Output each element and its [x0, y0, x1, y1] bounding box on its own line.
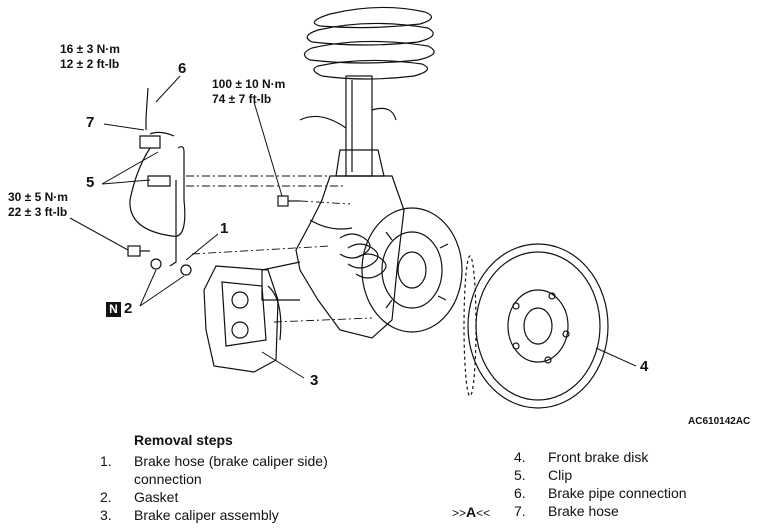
front-brake-disk — [463, 243, 609, 409]
torque-spec-brake-pipe: 16 ± 3 N·m 12 ± 2 ft-lb — [60, 42, 120, 72]
strut-assembly — [299, 75, 397, 177]
callout-2: 2 — [124, 300, 133, 317]
step-number: 2. — [100, 489, 112, 505]
step-text: Front brake disk — [548, 449, 649, 465]
alignment-lines — [186, 175, 373, 323]
torque-spec-hose-bolt: 30 ± 5 N·m 22 ± 3 ft-lb — [8, 190, 68, 220]
step-number: 4. — [514, 449, 526, 465]
steering-knuckle — [261, 175, 405, 339]
torque-imperial: 22 ± 3 ft-lb — [8, 205, 68, 219]
removal-steps-title: Removal steps — [134, 432, 233, 448]
callout-3: 3 — [310, 372, 319, 389]
step-number: 3. — [100, 507, 112, 523]
step-text: Gasket — [134, 489, 179, 505]
step-text: Brake hose — [548, 503, 619, 519]
figure-code: AC610142AC — [688, 416, 751, 427]
removal-step-3: 3. Brake caliper assembly — [100, 506, 279, 524]
step-number: 5. — [514, 467, 526, 483]
callout-1: 1 — [220, 220, 229, 237]
marker-prefix: >> — [452, 506, 467, 520]
removal-step-1-cont: connection — [100, 470, 202, 488]
torque-metric: 16 ± 3 N·m — [60, 42, 120, 56]
step-number: 7. — [514, 503, 526, 519]
torque-spec-caliper-bolt: 100 ± 10 N·m 74 ± 7 ft-lb — [212, 77, 285, 107]
removal-step-6: 6. Brake pipe connection — [514, 484, 687, 502]
wheel-hub — [361, 207, 463, 333]
torque-metric: 100 ± 10 N·m — [212, 77, 286, 91]
torque-imperial: 74 ± 7 ft-lb — [212, 92, 272, 106]
marker-letter: A — [466, 504, 477, 520]
step-text: connection — [134, 471, 202, 487]
removal-step-4: 4. Front brake disk — [514, 448, 648, 466]
step-text: Clip — [548, 467, 573, 483]
brake-caliper-assembly — [203, 265, 282, 373]
step-text: Brake caliper assembly — [134, 507, 279, 523]
callout-6: 6 — [178, 60, 187, 77]
service-point-marker: >>A<< — [452, 504, 490, 520]
removal-step-7: 7. Brake hose — [514, 502, 619, 520]
removal-step-2: 2. Gasket — [100, 488, 178, 506]
step-text: Brake hose (brake caliper side) — [134, 453, 328, 469]
leader-lines — [69, 75, 637, 379]
removal-step-1: 1. Brake hose (brake caliper side) — [100, 452, 328, 470]
n-badge: N — [106, 302, 121, 317]
brake-hose-and-pipe — [129, 87, 186, 267]
coil-spring — [303, 6, 435, 80]
step-text: Brake pipe connection — [548, 485, 687, 501]
torque-metric: 30 ± 5 N·m — [8, 190, 68, 204]
marker-suffix: << — [476, 506, 491, 520]
drive-shaft-boot — [339, 233, 387, 279]
step-number: 1. — [100, 453, 112, 469]
torque-imperial: 12 ± 2 ft-lb — [60, 57, 120, 71]
removal-step-5: 5. Clip — [514, 466, 572, 484]
callout-5: 5 — [86, 174, 95, 191]
callout-4: 4 — [640, 358, 649, 375]
bolts — [127, 195, 300, 276]
step-number: 6. — [514, 485, 526, 501]
callout-7: 7 — [86, 114, 95, 131]
